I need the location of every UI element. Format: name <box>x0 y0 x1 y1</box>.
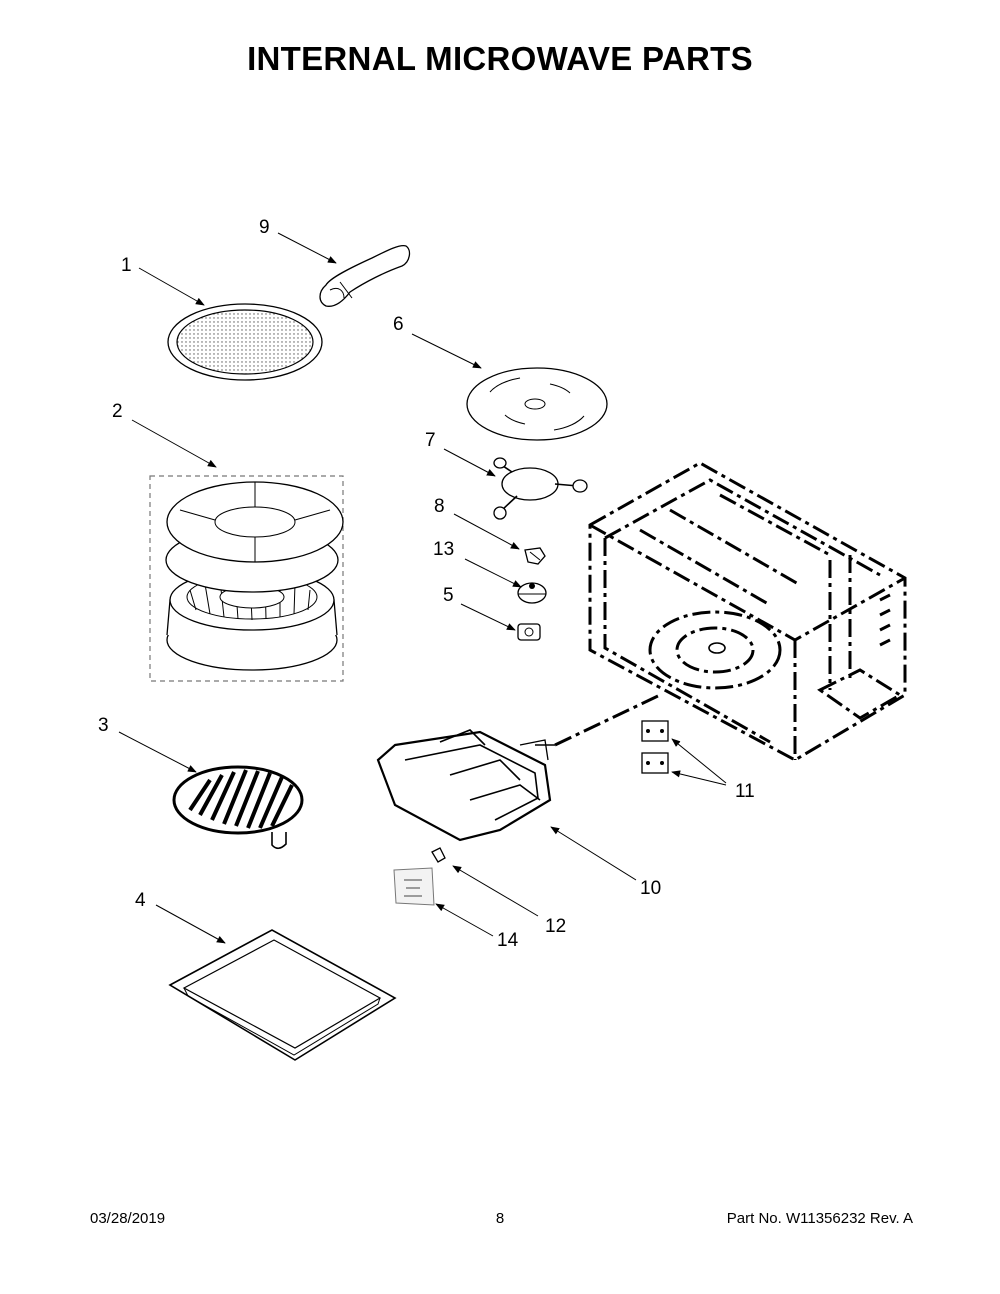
part-5-motor <box>517 623 541 641</box>
callout-10: 10 <box>640 878 661 899</box>
callout-11: 11 <box>735 781 755 802</box>
page-title: INTERNAL MICROWAVE PARTS <box>247 40 753 77</box>
callout-1: 1 <box>121 255 132 276</box>
callout-3: 3 <box>98 715 109 736</box>
callout-14: 14 <box>497 930 519 951</box>
part-10-heating-element <box>376 729 555 842</box>
part-13-turntable-motor <box>517 582 547 604</box>
part-3-grill-rack <box>172 765 304 850</box>
part-8-coupler <box>524 547 546 565</box>
callout-12: 12 <box>545 916 566 937</box>
part-9-crisper-handle <box>319 244 411 307</box>
callout-13: 13 <box>433 539 454 560</box>
callout-7: 7 <box>425 430 436 451</box>
footer-part-number: Part No. W11356232 Rev. A <box>726 1210 913 1227</box>
footer-date: 03/28/2019 <box>90 1210 166 1227</box>
leader-lines <box>118 232 727 944</box>
callout-5: 5 <box>443 585 454 606</box>
oven-cavity-phantom <box>554 461 907 762</box>
part-7-roller-support <box>493 457 588 520</box>
callout-6: 6 <box>393 314 404 335</box>
part-4-baking-tray <box>168 929 397 1061</box>
part-14-label <box>393 867 435 906</box>
part-1-crisper-plate <box>167 303 323 381</box>
footer-page-number: 8 <box>495 1210 505 1227</box>
callout-4: 4 <box>135 890 146 911</box>
part-11-mica-covers <box>641 720 669 774</box>
part-6-turntable-glass-tray <box>466 367 608 441</box>
part-2-steamer-assembly <box>149 475 344 682</box>
callout-2: 2 <box>112 401 123 422</box>
part-12-clip <box>431 847 446 863</box>
callout-9: 9 <box>259 217 270 238</box>
callout-8: 8 <box>434 496 445 517</box>
